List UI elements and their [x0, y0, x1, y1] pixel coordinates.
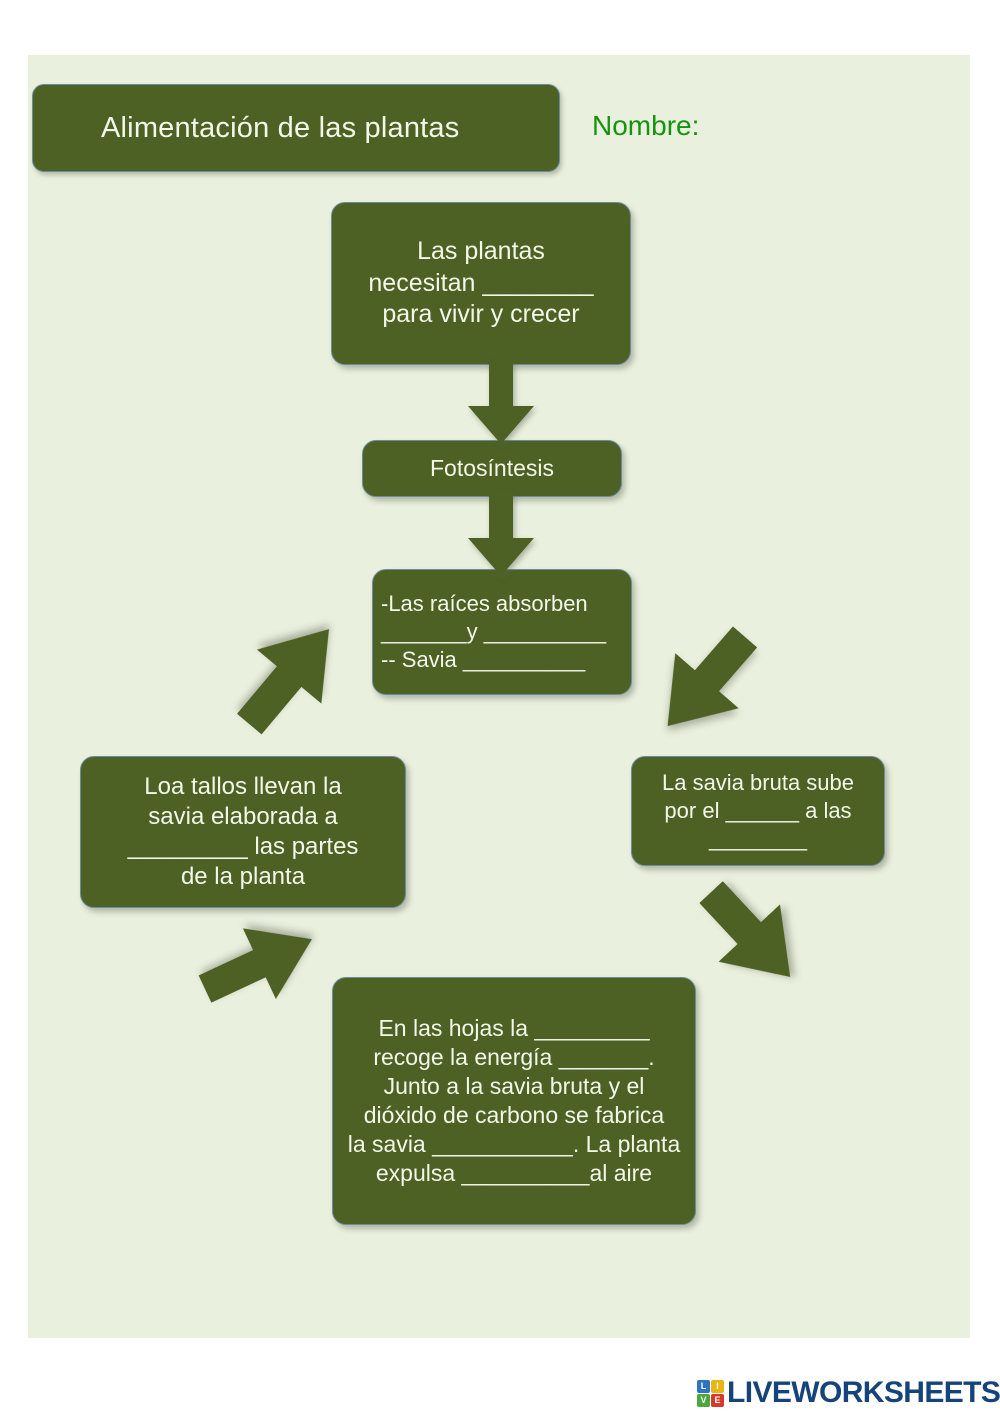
- student-name-label: Nombre:: [592, 110, 700, 141]
- arrow-down-right-icon: [640, 626, 770, 738]
- logo-square-i: I: [711, 1379, 724, 1393]
- flow-box-text: Las plantas necesitan ________ para vivi…: [368, 237, 594, 329]
- flow-box-text: -Las raíces absorben _______y __________…: [381, 591, 607, 672]
- flow-box-stems-carry-sap: Loa tallos llevan la savia elaborada a _…: [80, 756, 406, 908]
- logo-square-l: L: [697, 1379, 710, 1393]
- liveworksheets-logo: L I V E LIVEWORKSHEETS: [697, 1376, 1000, 1409]
- flow-box-text: En las hojas la _________ recoge la ener…: [347, 1015, 681, 1186]
- flow-box-text: La savia bruta sube por el ______ a las …: [661, 770, 855, 851]
- logo-square-e: E: [711, 1393, 724, 1407]
- liveworksheets-logo-mark: L I V E: [697, 1379, 724, 1407]
- flow-box-text: Loa tallos llevan la savia elaborada a _…: [127, 772, 359, 891]
- page-title: Alimentación de las plantas: [101, 111, 460, 144]
- flow-box-plants-need: Las plantas necesitan ________ para vivi…: [331, 202, 631, 365]
- arrow-up-right-icon: [222, 616, 364, 735]
- arrow-down-icon: [462, 360, 540, 446]
- arrow-down-left-icon: [688, 881, 816, 990]
- flow-box-photosynthesis: Fotosíntesis: [362, 440, 622, 497]
- arrow-down-icon: [462, 492, 540, 578]
- worksheet-title-box: Alimentación de las plantas: [32, 84, 560, 172]
- flow-box-roots-absorb: -Las raíces absorben _______y __________…: [372, 569, 632, 695]
- logo-square-v: V: [697, 1393, 710, 1407]
- flow-box-leaves-chlorophyll: En las hojas la _________ recoge la ener…: [332, 977, 696, 1225]
- arrow-up-left-icon: [190, 916, 336, 1008]
- flow-box-text: Fotosíntesis: [430, 455, 554, 482]
- liveworksheets-wordmark: LIVEWORKSHEETS: [727, 1376, 1000, 1409]
- flow-box-raw-sap-rises: La savia bruta sube por el ______ a las …: [631, 756, 885, 866]
